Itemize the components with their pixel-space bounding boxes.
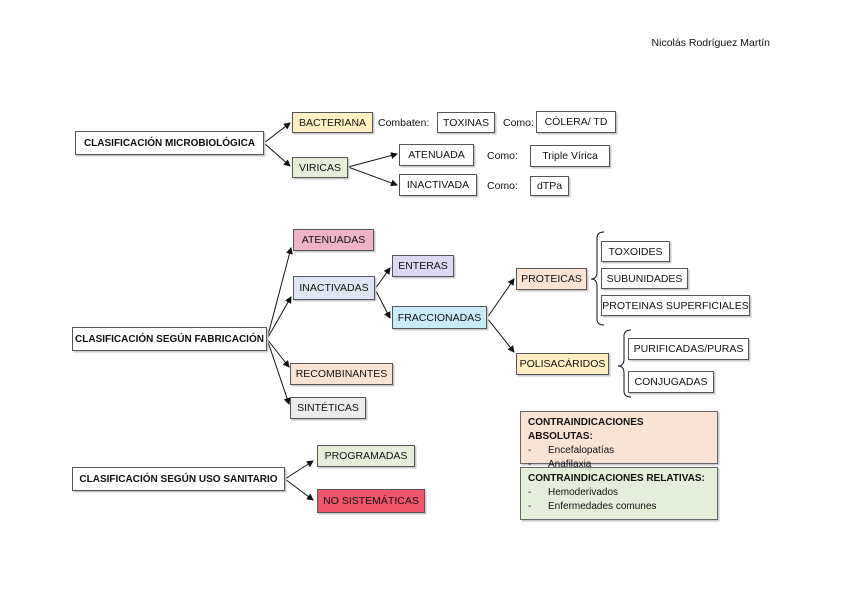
inactivadas-box: INACTIVADAS: [293, 276, 375, 300]
contraindicaciones-absolutas-title: CONTRAINDICACIONES ABSOLUTAS:: [528, 417, 644, 442]
arrow-uso-nosistematicas: [284, 478, 314, 501]
arrow-fab-atenuadas: [266, 247, 293, 340]
list-item: Hemoderivados: [528, 486, 710, 500]
purificadas-box: PURIFICADAS/PURAS: [628, 338, 749, 360]
fraccionadas-box: FRACCIONADAS: [392, 306, 487, 329]
brace-proteicas: [590, 231, 605, 326]
brace-polisacaridos: [617, 329, 632, 398]
programadas-box: PROGRAMADAS: [317, 445, 415, 467]
dtpa-box: dTPa: [530, 176, 569, 196]
arrow-fab-inactivadas: [266, 296, 292, 340]
enteras-box: ENTERAS: [392, 255, 454, 277]
proteinas-superficiales-box: PROTEINAS SUPERFICIALES: [601, 295, 750, 316]
contraindicaciones-relativas-title: CONTRAINDICACIONES RELATIVAS:: [528, 473, 705, 484]
toxinas-box: TOXINAS: [437, 112, 495, 133]
triple-virica-box: Triple Vírica: [530, 145, 610, 167]
proteicas-box: PROTEICAS: [516, 268, 587, 290]
combaten-label: Combaten:: [378, 117, 430, 129]
arrow-viricas-atenuada: [347, 152, 398, 168]
colera-box: CÓLERA/ TD: [536, 111, 616, 133]
fabricacion-title-box: CLASIFICACIÓN SEGÚN FABRICACIÓN: [72, 327, 267, 351]
viricas-box: VIRICAS: [292, 157, 348, 178]
como-label-3: Como:: [487, 180, 518, 192]
contraindicaciones-absolutas-box: CONTRAINDICACIONES ABSOLUTAS: Encefalopa…: [520, 411, 718, 470]
arrow-inactivadas-enteras: [374, 267, 391, 290]
inactivada-box: INACTIVADA: [399, 174, 477, 196]
list-item: Anafilaxia: [528, 458, 710, 472]
arrow-viricas-inactivada: [347, 166, 398, 187]
author-name: Nicolás Rodríguez Martín: [651, 37, 770, 49]
arrow-micro-bacteriana: [263, 122, 291, 144]
contraindicaciones-relativas-box: CONTRAINDICACIONES RELATIVAS: Hemoderiva…: [520, 467, 718, 520]
arrow-fab-sinteticas: [266, 338, 291, 405]
arrow-uso-programadas: [284, 460, 314, 480]
arrow-fab-recombinantes: [266, 338, 290, 368]
como-label-2: Como:: [487, 150, 518, 162]
micro-title-box: CLASIFICACIÓN MICROBIOLÓGICA: [75, 131, 264, 155]
uso-sanitario-title-box: CLASIFICACIÓN SEGÚN USO SANITARIO: [72, 467, 285, 491]
list-item: Enfermedades comunes: [528, 500, 710, 514]
recombinantes-box: RECOMBINANTES: [290, 363, 393, 385]
sinteticas-box: SINTÉTICAS: [290, 397, 366, 419]
arrow-fracc-proteicas: [486, 278, 515, 319]
arrow-inactivadas-fraccionadas: [374, 288, 391, 319]
arrow-fracc-polisacaridos: [486, 317, 515, 353]
conjugadas-box: CONJUGADAS: [628, 371, 714, 393]
arrow-micro-viricas: [263, 142, 291, 167]
atenuadas-box: ATENUADAS: [293, 229, 374, 251]
no-sistematicas-box: NO SISTEMÁTICAS: [317, 489, 425, 513]
atenuada-box: ATENUADA: [399, 144, 474, 166]
como-label-1: Como:: [503, 117, 534, 129]
polisacaridos-box: POLISACÁRIDOS: [516, 353, 609, 375]
list-item: Encefalopatías: [528, 444, 710, 458]
toxoides-box: TOXOIDES: [601, 241, 670, 262]
bacteriana-box: BACTERIANA: [292, 112, 373, 133]
subunidades-box: SUBUNIDADES: [601, 268, 688, 289]
